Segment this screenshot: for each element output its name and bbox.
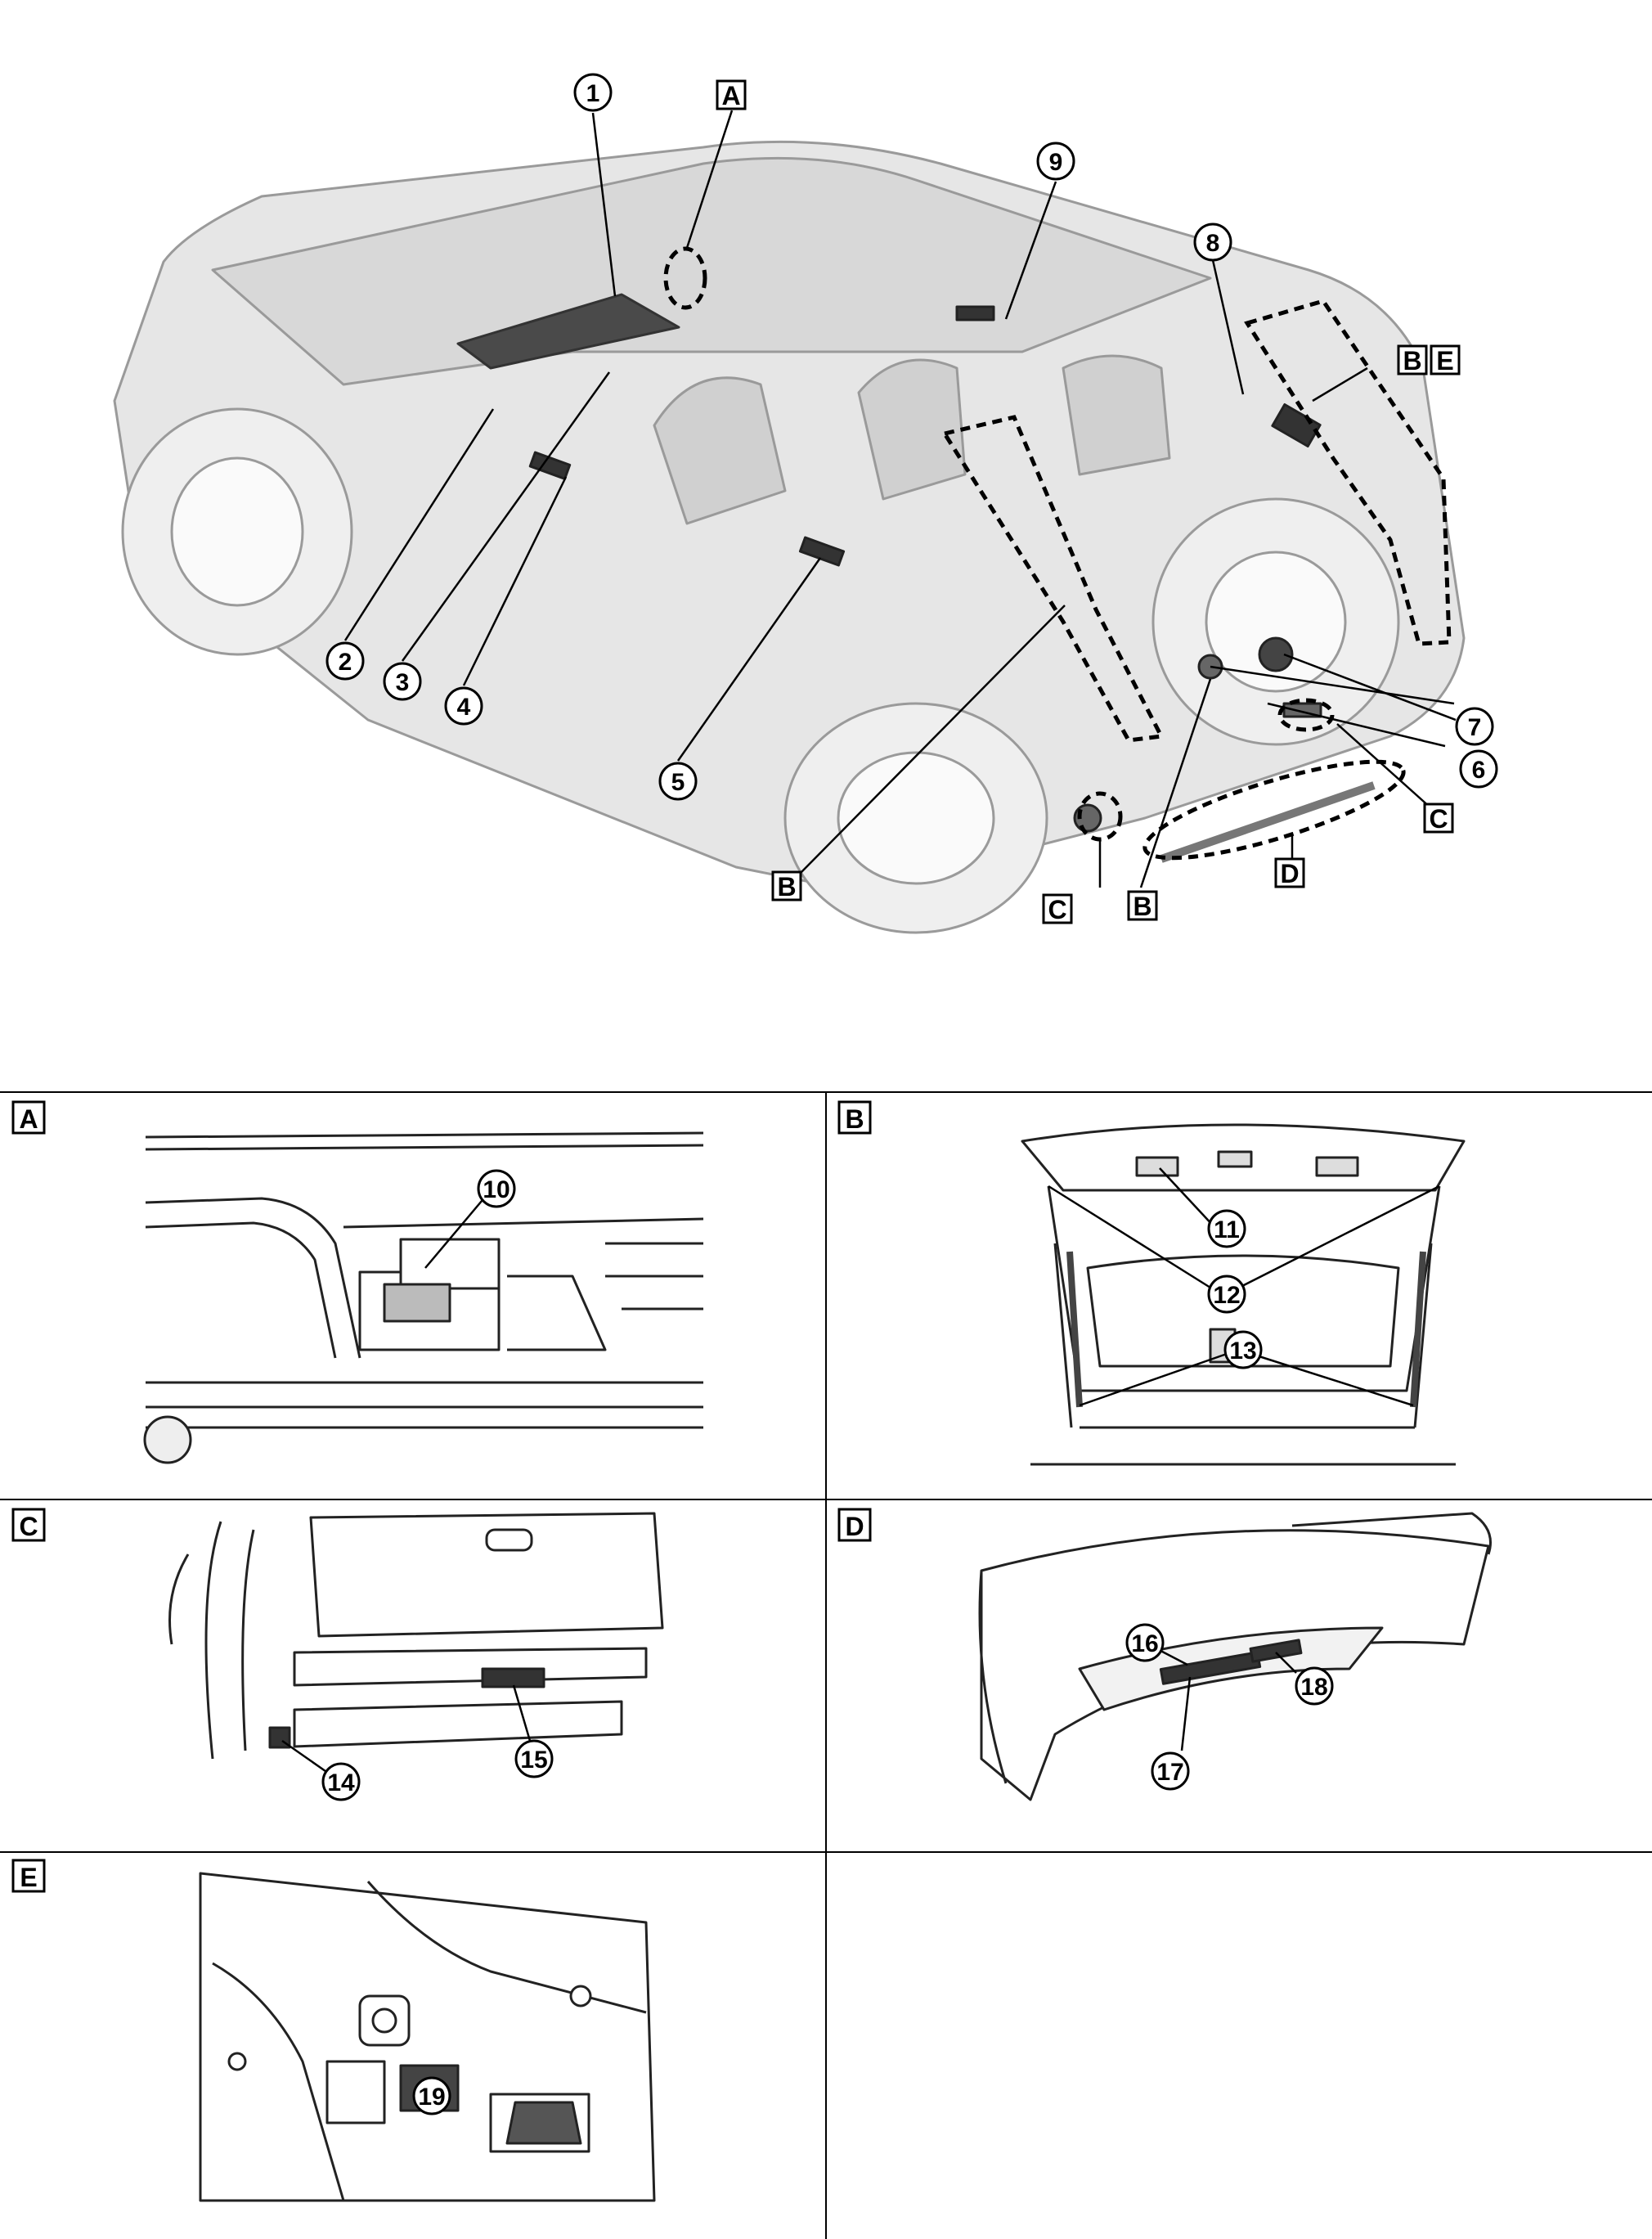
callout-6: 6 [1459,749,1498,789]
area-label-b-bottom: B [1127,890,1158,921]
area-label-c-left: C [1042,893,1073,924]
callout-17: 17 [1151,1751,1190,1791]
overview-highlight-regions [663,246,1452,861]
svg-text:B: B [1133,892,1151,921]
svg-text:E: E [1436,346,1453,375]
svg-text:15: 15 [520,1747,547,1774]
overview-callouts: 1 2 3 4 5 6 7 8 [325,73,1498,801]
callout-3: 3 [383,662,422,701]
callout-14: 14 [321,1762,361,1801]
highlight-area-d [1142,759,1406,861]
callout-4: 4 [444,686,483,726]
panel-a-illustration [143,1131,704,1464]
svg-text:17: 17 [1156,1759,1183,1786]
panel-b: B 11 12 [837,1100,1466,1466]
svg-text:7: 7 [1468,714,1482,741]
vehicle-overview-illustration [113,140,1466,934]
svg-text:C: C [1048,895,1066,924]
svg-text:11: 11 [1214,1216,1240,1243]
panel-d: D 16 17 18 [837,1508,1492,1801]
highlight-area-a [663,246,707,310]
callout-1: 1 [573,73,613,112]
callout-5: 5 [658,762,698,801]
panel-c: C 14 15 [11,1508,664,1801]
svg-text:E: E [20,1863,37,1892]
svg-text:A: A [721,81,740,110]
panel-b-illustration [1021,1123,1466,1466]
highlight-area-c-left [1077,791,1123,842]
svg-text:B: B [777,872,796,901]
callout-13: 13 [1223,1330,1263,1369]
svg-text:9: 9 [1049,149,1063,176]
callout-12: 12 [1207,1275,1246,1314]
svg-text:19: 19 [418,2084,445,2111]
svg-text:C: C [1429,804,1448,834]
svg-text:6: 6 [1472,757,1486,784]
svg-text:13: 13 [1229,1338,1256,1365]
callout-9: 9 [1036,142,1075,181]
svg-text:14: 14 [327,1769,355,1796]
area-label-b-left: B [771,870,802,901]
highlight-area-b-left [941,415,1165,743]
svg-text:B: B [1403,346,1421,375]
svg-text:3: 3 [396,669,410,696]
area-label-c-right: C [1423,803,1454,834]
callout-10: 10 [477,1169,516,1208]
panel-e-illustration [199,1872,656,2202]
callout-7: 7 [1455,707,1494,746]
area-label-b-top: B [1397,344,1428,375]
svg-text:B: B [845,1104,864,1134]
highlight-area-c-right [1277,698,1335,732]
svg-text:8: 8 [1206,230,1220,257]
svg-text:C: C [19,1512,38,1541]
svg-text:2: 2 [339,649,352,676]
highlight-area-b-e [1244,299,1452,646]
panel-a: A 10 [11,1100,704,1464]
svg-text:4: 4 [457,694,471,721]
callout-19: 19 [412,2076,451,2115]
callout-16: 16 [1125,1623,1165,1662]
svg-text:1: 1 [586,80,600,107]
panel-d-illustration [978,1512,1492,1801]
callout-8: 8 [1193,223,1232,262]
callout-11: 11 [1207,1209,1246,1248]
panel-empty [828,1854,1650,2237]
svg-text:16: 16 [1131,1630,1158,1657]
callout-2: 2 [325,641,365,681]
svg-text:10: 10 [483,1176,510,1203]
area-label-a: A [716,79,747,110]
overview-area-labels: A B E C B C B D [716,79,1461,924]
area-label-e-top: E [1430,344,1461,375]
overview-leader-lines [343,110,1457,888]
area-label-d: D [1274,857,1305,888]
svg-text:5: 5 [671,769,685,796]
panel-e: E 19 [11,1859,656,2202]
svg-text:A: A [19,1104,38,1134]
svg-text:D: D [845,1512,864,1541]
svg-text:18: 18 [1300,1674,1327,1701]
callout-18: 18 [1295,1666,1334,1706]
svg-text:D: D [1280,859,1299,888]
callout-15: 15 [514,1739,554,1778]
panel-c-illustration [168,1512,664,1760]
detail-panel-grid [0,1091,1652,2239]
svg-text:12: 12 [1213,1282,1240,1309]
